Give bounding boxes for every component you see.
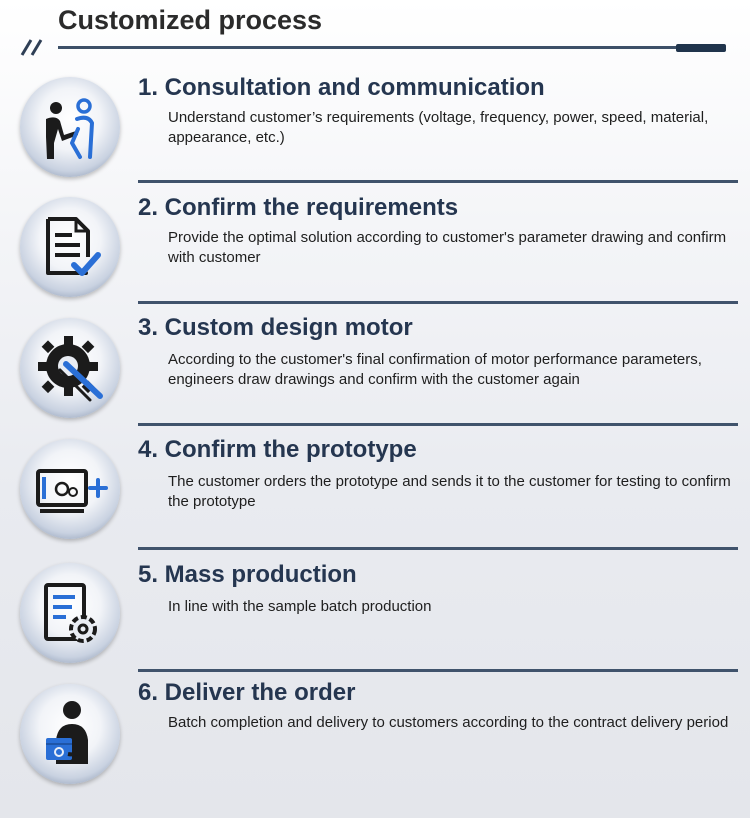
document-check-icon <box>46 217 101 276</box>
step-2-icon-circle <box>20 197 120 297</box>
step-1-icon-circle <box>20 77 120 177</box>
header-divider-accent <box>676 44 726 52</box>
header-divider <box>58 46 698 49</box>
step-6-title: 6. Deliver the order <box>138 679 356 706</box>
step-4-divider <box>138 547 738 550</box>
step-4-title: 4. Confirm the prototype <box>138 436 417 463</box>
page-header: Customized process <box>0 0 750 60</box>
step-3-description: According to the customer's final confir… <box>168 351 702 388</box>
step-2-description: Provide the optimal solution according t… <box>168 229 727 266</box>
step-2-title: 2. Confirm the requirements <box>138 194 459 221</box>
step-1-description: Understand customer’s requirements (volt… <box>168 109 709 146</box>
step-3-icon-circle <box>20 318 120 418</box>
prototype-monitor-icon <box>36 469 108 513</box>
step-6-description: Batch completion and delivery to custome… <box>168 714 729 731</box>
production-list-gear-icon <box>44 583 97 643</box>
double-slash-icon <box>20 39 43 56</box>
gear-design-icon <box>38 336 103 402</box>
step-4-icon-circle <box>20 439 120 539</box>
step-3-divider <box>138 423 738 426</box>
step-1-title: 1. Consultation and communication <box>138 74 545 101</box>
step-6-icon-circle <box>20 684 120 784</box>
step-5-description: In line with the sample batch production <box>168 598 432 615</box>
step-4-description: The customer orders the prototype and se… <box>168 473 731 510</box>
delivery-person-box-icon <box>46 701 88 764</box>
step-3-title: 3. Custom design motor <box>138 314 413 341</box>
consultation-people-icon <box>46 98 94 159</box>
step-5-icon-circle <box>20 563 120 663</box>
step-2-divider <box>138 301 738 304</box>
page-title: Customized process <box>58 5 323 35</box>
step-1-divider <box>138 180 738 183</box>
step-5-divider <box>138 669 738 672</box>
step-5-title: 5. Mass production <box>138 561 357 588</box>
